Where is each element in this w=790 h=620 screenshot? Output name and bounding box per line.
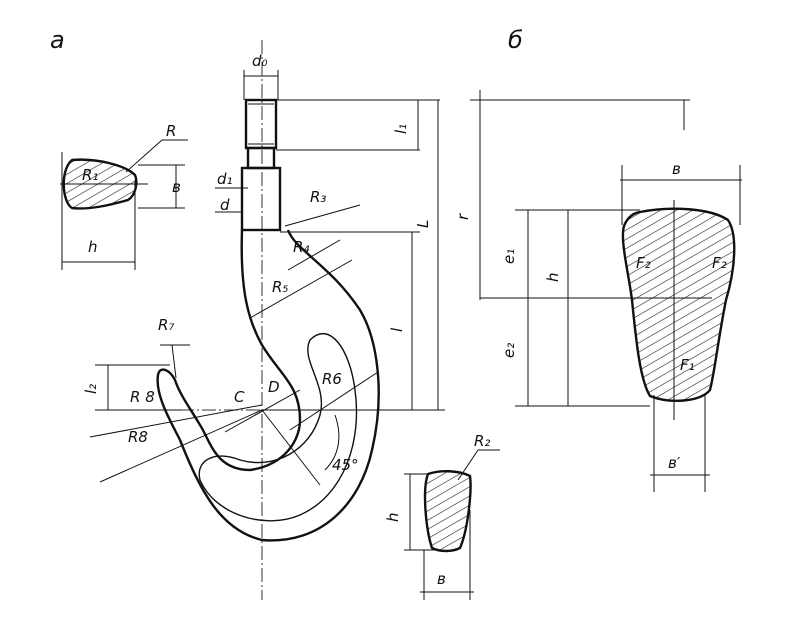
label-angle: 45° [332,456,359,474]
hook-shank [240,166,282,232]
small-label-h: h [88,238,98,256]
large-label-F2-left: F₂ [636,254,651,272]
label-R3: R₃ [310,188,326,206]
label-D: D [268,378,280,396]
label-R6: R6 [322,370,342,388]
bottom-label-h: h [384,512,402,522]
label-C: C [234,388,245,406]
large-label-b: в [672,160,681,178]
small-label-R: R [166,122,176,140]
large-label-e2: e₂ [500,343,518,358]
bottom-label-b: в [437,570,446,588]
label-d1: d₁ [217,170,233,188]
hook-thread [244,98,278,150]
large-label-b-prime: в′ [668,454,681,472]
label-l1: l₁ [392,124,410,134]
hook-body-inner [198,333,358,522]
label-R4: R₄ [293,238,309,256]
label-R8-bottom: R8 [128,428,148,446]
hook-neck [246,146,276,170]
label-d0: d₀ [252,52,268,70]
label-d: d [220,196,230,214]
label-L: L [414,220,432,228]
large-label-F1: F₁ [680,356,695,374]
section-bottom-shape [423,470,472,553]
large-label-r: r [454,213,472,220]
section-bottom [404,449,500,600]
hook-view [89,40,445,600]
section-large-shape [621,207,736,402]
large-label-F2-right: F₂ [712,254,727,272]
large-label-e1: e₁ [500,249,518,264]
large-label-h: h [544,272,562,282]
label-R7: R₇ [158,316,174,334]
label-l2: l₂ [82,384,100,394]
section-large [470,90,742,492]
panel-label-b: б [508,26,523,54]
label-R8-top: R 8 [130,388,155,406]
bottom-label-R2: R₂ [474,432,490,450]
small-label-b: в [172,178,181,196]
label-l: l [388,327,406,332]
section-small [60,139,188,270]
panel-label-a: а [50,26,65,54]
small-label-R1: R₁ [82,166,98,184]
label-R5: R₅ [272,278,288,296]
